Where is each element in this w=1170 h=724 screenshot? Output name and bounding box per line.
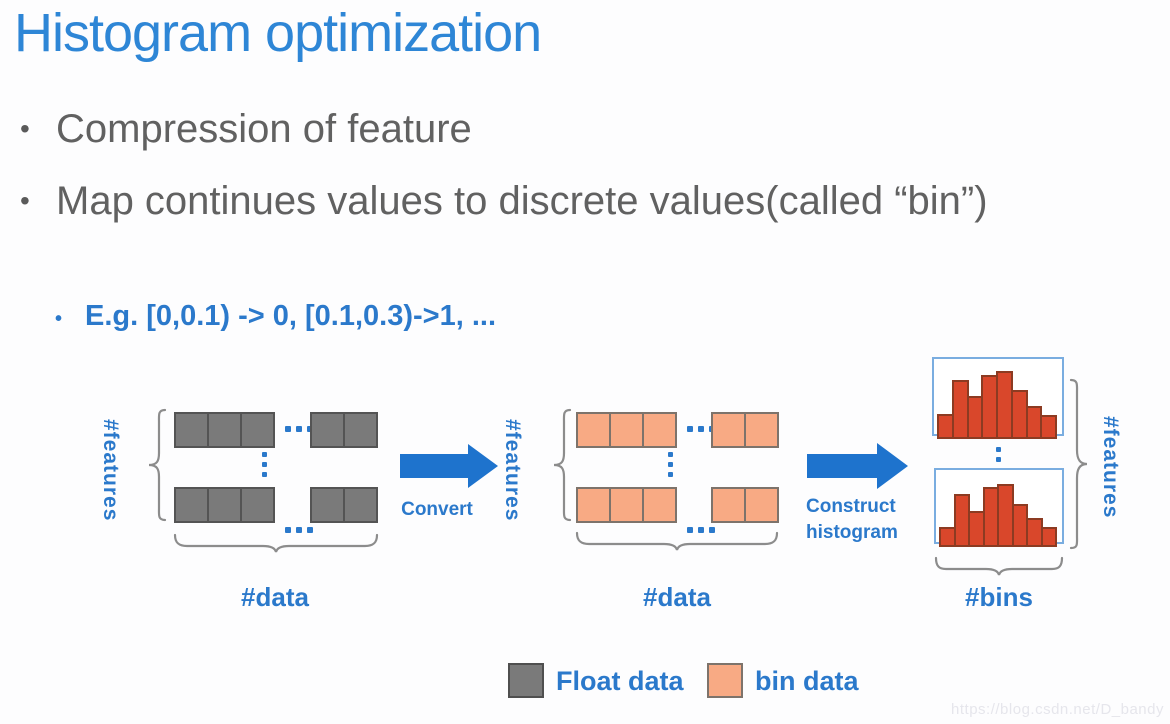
ellipsis-h-icon [285, 527, 313, 533]
bin-cell [576, 487, 611, 523]
left-data-brace-icon [173, 533, 379, 553]
convert-arrow-icon [400, 444, 498, 488]
float-cell [207, 487, 242, 523]
bin-cell [642, 412, 677, 448]
sub-bullet-text: E.g. [0,0.1) -> 0, [0.1,0.3)->1, ... [85, 300, 496, 332]
bin-cell [744, 412, 779, 448]
float-cell [310, 412, 345, 448]
bullet-compression: • Compression of feature [20, 104, 1120, 154]
float-row-top-right [310, 412, 378, 448]
middle-features-label: #features [501, 419, 524, 522]
legend-bin-swatch [707, 663, 743, 698]
bullet-text: Map continues values to discrete values(… [56, 179, 988, 223]
bullet-dot-icon: • [20, 113, 30, 144]
right-brace-icon [1069, 378, 1088, 550]
float-cell [174, 487, 209, 523]
bin-cell [711, 487, 746, 523]
float-cell [240, 487, 275, 523]
middle-data-label: #data [643, 582, 711, 612]
legend-float-label: Float data [556, 666, 684, 696]
histogram-1-bars [937, 363, 1057, 439]
bullet-map-values: • Map continues values to discrete value… [20, 176, 1115, 226]
construct-arrow-icon [807, 443, 908, 489]
float-row-bottom-left [174, 487, 275, 523]
ellipsis-v-icon [996, 447, 1001, 462]
bin-cell [642, 487, 677, 523]
histogram-bar [1040, 526, 1057, 547]
bullet-dot-icon: • [55, 308, 63, 330]
sub-bullet-example: • E.g. [0,0.1) -> 0, [0.1,0.3)->1, ... [55, 300, 496, 338]
bin-cell [744, 487, 779, 523]
float-row-bottom-right [310, 487, 378, 523]
left-brace-icon [148, 408, 167, 522]
convert-label: Convert [401, 499, 473, 520]
bin-cell [609, 412, 644, 448]
bins-label: #bins [965, 582, 1033, 612]
left-data-label: #data [241, 582, 309, 612]
ellipsis-h-icon [687, 527, 715, 533]
bins-brace-icon [934, 556, 1064, 576]
legend-float-swatch [508, 663, 544, 698]
ellipsis-v-icon [262, 452, 267, 477]
bullet-dot-icon: • [20, 185, 30, 216]
bin-cell [609, 487, 644, 523]
float-cell [343, 412, 378, 448]
legend-bin-label: bin data [755, 666, 859, 696]
histogram-2-bars [939, 474, 1057, 547]
float-cell [207, 412, 242, 448]
middle-data-brace-icon [575, 531, 779, 551]
watermark: https://blog.csdn.net/D_bandy [951, 701, 1164, 718]
construct-label: Construct histogram [806, 496, 898, 543]
middle-brace-icon [553, 408, 572, 522]
ellipsis-h-icon [285, 426, 313, 432]
histogram-1 [932, 357, 1064, 439]
float-cell [310, 487, 345, 523]
bin-row-bottom-right [711, 487, 779, 523]
right-features-label: #features [1099, 416, 1122, 519]
float-cell [343, 487, 378, 523]
page-title: Histogram optimization [14, 3, 542, 63]
bin-row-top-left [576, 412, 677, 448]
bin-row-bottom-left [576, 487, 677, 523]
bin-cell [711, 412, 746, 448]
bullet-text: Compression of feature [56, 107, 472, 151]
bin-cell [576, 412, 611, 448]
float-cell [174, 412, 209, 448]
float-cell [240, 412, 275, 448]
histogram-bar [1040, 414, 1057, 439]
ellipsis-v-icon [668, 452, 673, 477]
left-features-label: #features [99, 419, 122, 522]
float-row-top-left [174, 412, 275, 448]
histogram-2 [934, 468, 1064, 547]
bin-row-top-right [711, 412, 779, 448]
